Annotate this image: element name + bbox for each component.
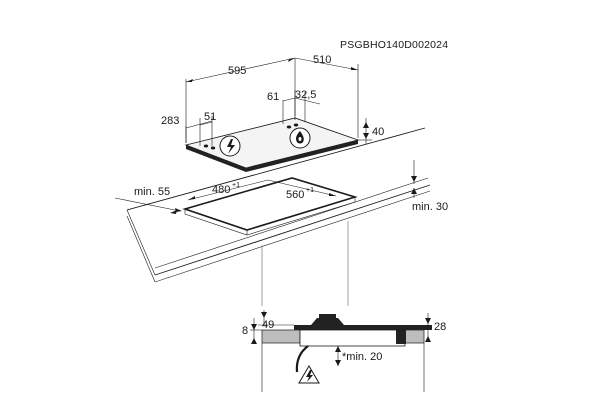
worktop-left-section [261, 329, 301, 344]
gas-burner-icon [289, 127, 311, 149]
dim-hob-width: 595 [228, 65, 246, 77]
left-knobs-icon [203, 144, 216, 150]
reference-code: PSGBHO140D002024 [340, 39, 448, 51]
burner-section [311, 318, 344, 325]
worktop-back-edge [126, 127, 426, 211]
hob-section-plate [294, 325, 432, 330]
electrical-warning-icon [298, 365, 320, 384]
hob-top-view: 595 510 283 51 61 32,5 40 [161, 54, 384, 172]
cross-section: 8 49 28 *min. 20 [242, 310, 446, 392]
dim-cutout-width: 560 [286, 189, 304, 201]
dim-min-below: *min. 20 [342, 351, 382, 363]
dim-hob-height: 40 [372, 126, 384, 138]
dim-line-595 [185, 57, 296, 83]
power-cable [295, 345, 309, 373]
dim-hob-depth: 510 [313, 54, 331, 66]
dim-cutout-width-tol: +1 [306, 187, 314, 194]
hob-body-section [299, 329, 406, 347]
hob-front-edge [186, 145, 246, 172]
dim-section-right: 28 [434, 321, 446, 333]
worktop-front-edge [154, 184, 431, 276]
right-knobs-icon [286, 123, 299, 129]
dim-min-rear: min. 30 [412, 201, 448, 213]
dim-min-front: min. 55 [134, 186, 170, 198]
cutout-opening [182, 177, 358, 231]
dim-hob-right-knob: 32,5 [295, 89, 316, 101]
dim-hob-left-knob: 51 [204, 111, 216, 123]
dim-section-left-top: 49 [262, 319, 274, 331]
electric-zone-icon [219, 135, 241, 157]
dim-hob-right-offset: 61 [267, 91, 279, 103]
dim-line-510 [294, 57, 359, 71]
worktop: min. 55 480 +1 560 +1 min. 30 [114, 127, 448, 306]
dim-section-left-total: 8 [242, 325, 248, 337]
hob-right-edge [246, 140, 358, 172]
dim-cutout-depth-tol: +1 [232, 182, 240, 189]
dim-hob-left-offset: 283 [161, 115, 179, 127]
